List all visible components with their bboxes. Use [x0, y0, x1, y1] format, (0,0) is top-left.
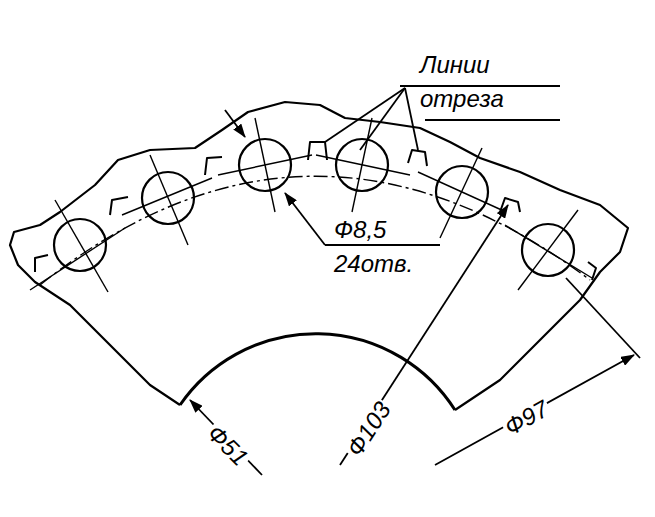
- cut-lines: [35, 142, 596, 280]
- dimension-text: Ф103: [340, 395, 398, 463]
- dimension-line: [435, 278, 640, 465]
- dimension-line: [340, 205, 508, 465]
- dimension-text: 24отв.: [332, 250, 415, 278]
- dimension-text: Ф51: [200, 418, 255, 473]
- note-text: Линии отреза: [418, 48, 562, 115]
- dimension-text: Ф8,5: [332, 216, 388, 244]
- holes: [54, 139, 574, 276]
- hole-dimension: [225, 110, 440, 245]
- part-outline: [10, 102, 628, 410]
- inner-arc: [180, 334, 455, 410]
- dimension-line: [190, 400, 262, 475]
- center-line: [40, 176, 590, 285]
- dimension-text: Ф97: [498, 394, 555, 442]
